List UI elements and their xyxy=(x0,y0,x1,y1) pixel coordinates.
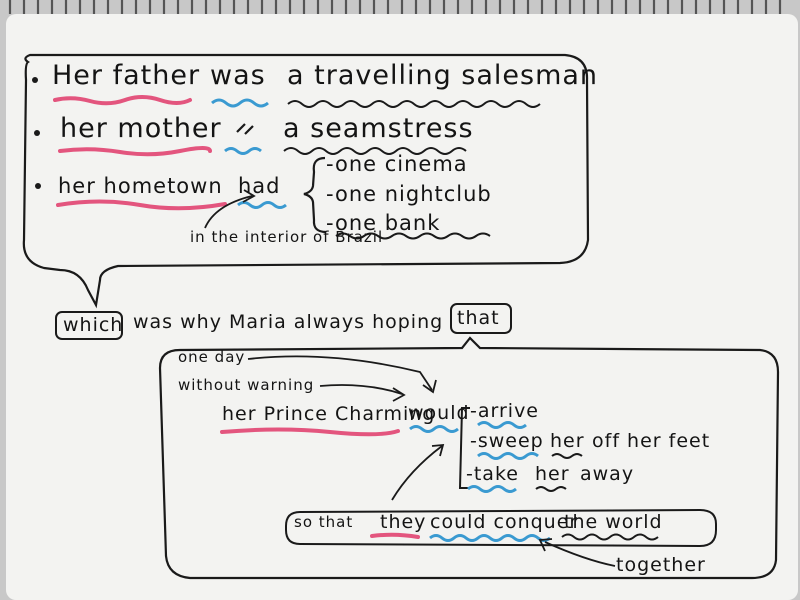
spiral-binding xyxy=(8,0,782,14)
black-wavy-underline xyxy=(561,533,659,541)
pink-underline xyxy=(370,532,420,539)
pink-underline xyxy=(56,199,227,211)
which-box xyxy=(55,311,123,340)
blue-wavy-underline xyxy=(477,452,539,460)
that-box xyxy=(450,303,512,334)
action-bracket xyxy=(458,407,470,489)
bullet-dot xyxy=(32,77,38,83)
black-wavy-underline xyxy=(283,147,467,155)
blue-wavy-underline xyxy=(467,485,517,493)
blue-wavy-underline xyxy=(477,421,527,429)
pink-underline xyxy=(58,146,212,157)
arrow-head xyxy=(392,387,406,402)
blue-wavy-underline xyxy=(409,425,459,433)
bullet-dot xyxy=(35,183,41,189)
modifier-arrow xyxy=(247,355,433,391)
note-arrow xyxy=(204,195,253,229)
arrow-head xyxy=(431,443,445,457)
ditto-mark xyxy=(236,123,254,135)
whiteboard-surface xyxy=(6,14,798,600)
bullet-dot xyxy=(34,130,40,136)
modifier-arrow xyxy=(319,384,403,395)
black-wavy-underline xyxy=(535,486,567,492)
block1-outline xyxy=(22,53,590,309)
arrow-head xyxy=(422,379,437,394)
black-wavy-underline xyxy=(335,232,491,240)
so-that-arrow xyxy=(391,445,443,501)
black-wavy-underline xyxy=(287,100,541,108)
blue-wavy-underline xyxy=(224,147,262,155)
arrow-head xyxy=(242,189,256,203)
so-that-outline xyxy=(285,508,717,548)
curly-brace xyxy=(303,156,327,234)
arrow-head xyxy=(538,538,553,552)
block2-outline xyxy=(158,336,780,580)
blue-wavy-underline xyxy=(429,534,551,542)
together-arrow xyxy=(544,541,616,567)
pink-underline xyxy=(53,95,192,106)
blue-wavy-underline xyxy=(211,98,269,108)
blue-wavy-underline xyxy=(237,201,287,209)
pink-underline xyxy=(220,427,400,437)
black-wavy-underline xyxy=(551,453,583,459)
